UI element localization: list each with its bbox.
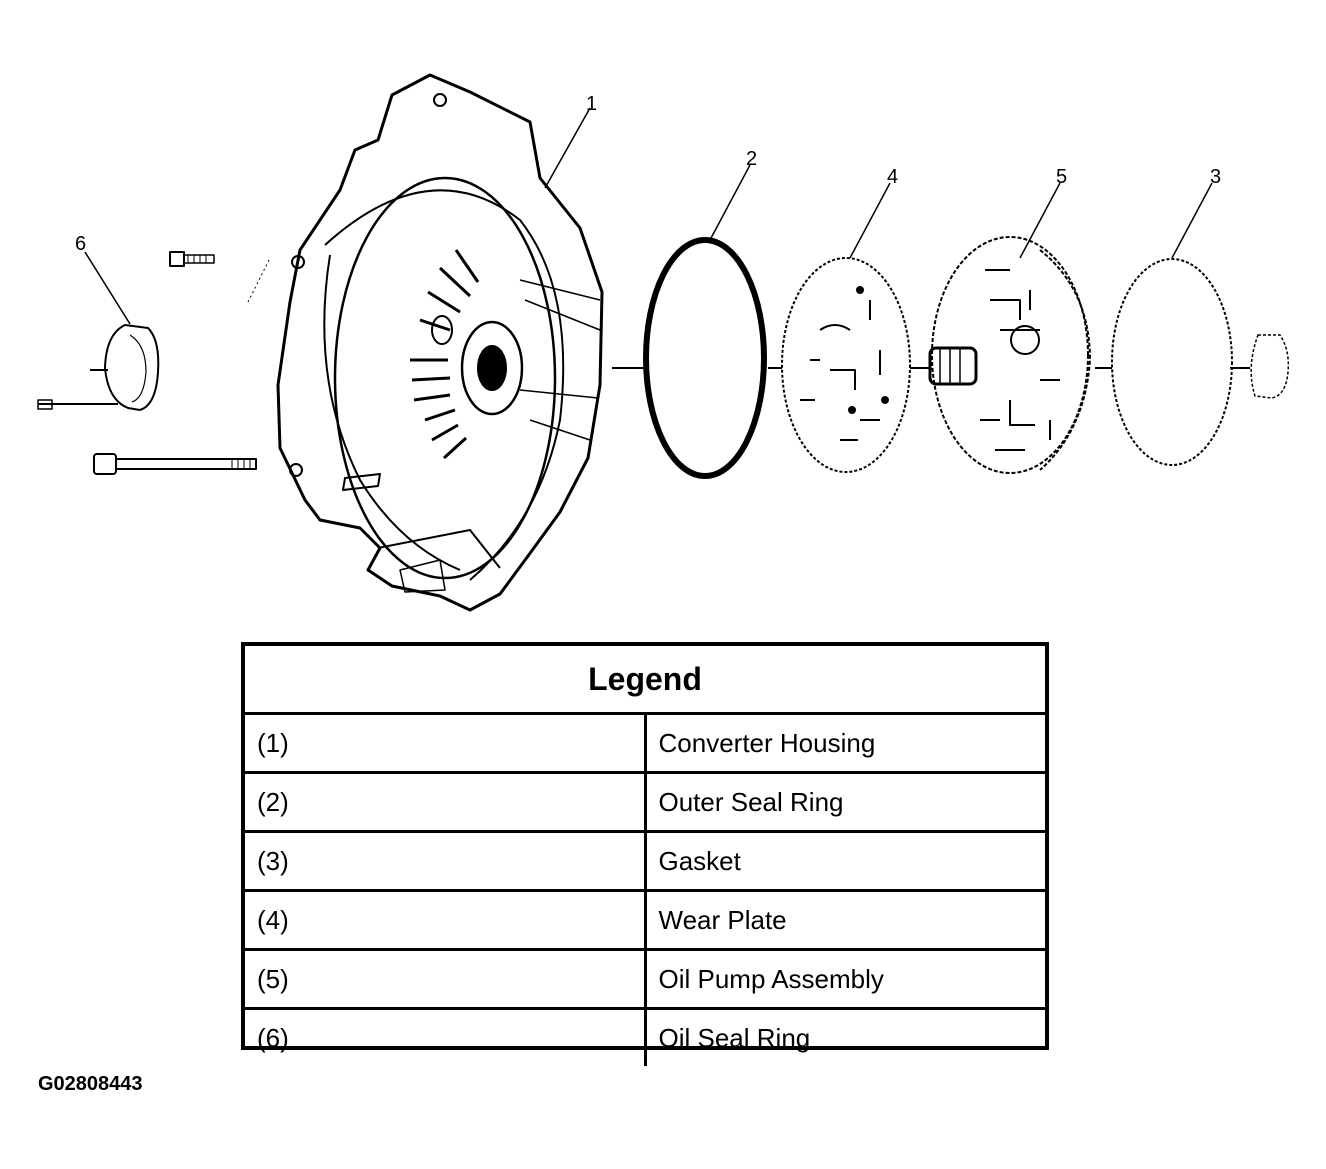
callout-4: 4 [887, 166, 898, 188]
legend-table: Legend (1) Converter Housing (2) Outer S… [241, 642, 1049, 1066]
callout-1: 1 [586, 93, 597, 115]
table-row: (1) Converter Housing [245, 712, 1045, 773]
legend-label: Converter Housing [645, 712, 1045, 773]
callout-3: 3 [1210, 166, 1221, 188]
converter-housing-part [276, 73, 604, 612]
table-row: (6) Oil Seal Ring [245, 1007, 1045, 1066]
end-plug-part [1250, 334, 1290, 399]
legend-label: Outer Seal Ring [645, 771, 1045, 832]
oil-pump-assembly-part [928, 236, 1091, 474]
legend-number: (3) [245, 830, 647, 891]
legend-title: Legend [245, 646, 1045, 715]
legend-number: (2) [245, 771, 647, 832]
callout-5: 5 [1056, 166, 1067, 188]
legend-number: (4) [245, 889, 647, 950]
legend-label: Gasket [645, 830, 1045, 891]
callout-6: 6 [75, 233, 86, 255]
table-row: (2) Outer Seal Ring [245, 771, 1045, 832]
oil-seal-ring-part [37, 251, 271, 475]
outer-seal-ring-part [643, 237, 767, 479]
wear-plate-part [781, 257, 911, 473]
legend-number: (1) [245, 712, 647, 773]
figure-id: G02808443 [38, 1073, 143, 1095]
legend-number: (6) [245, 1007, 647, 1066]
legend-label: Oil Seal Ring [645, 1007, 1045, 1066]
legend-number: (5) [245, 948, 647, 1009]
legend-label: Oil Pump Assembly [645, 948, 1045, 1009]
exploded-view-diagram: 1 2 4 5 3 6 [37, 73, 1290, 612]
table-row: (4) Wear Plate [245, 889, 1045, 950]
callout-2: 2 [746, 148, 757, 170]
gasket-part [1111, 258, 1233, 466]
table-row: (3) Gasket [245, 830, 1045, 891]
table-row: (5) Oil Pump Assembly [245, 948, 1045, 1009]
legend-label: Wear Plate [645, 889, 1045, 950]
